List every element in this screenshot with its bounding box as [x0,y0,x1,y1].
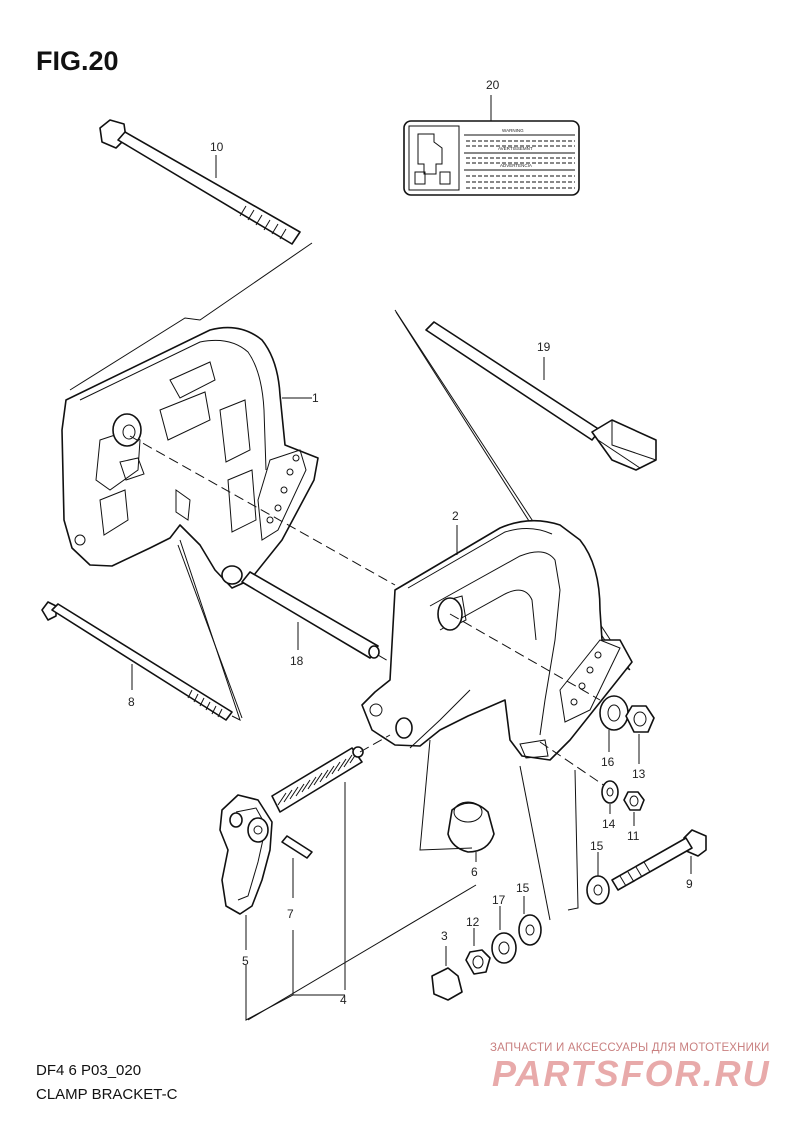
figure-title: FIG.20 [36,46,119,76]
callout-3: 3 [441,929,448,943]
callout-13: 13 [632,767,646,781]
callout-6: 6 [471,865,478,879]
callout-9: 9 [686,877,693,891]
part-15-washer-b [518,914,542,946]
callout-20: 20 [486,78,500,92]
part-14-washer [601,780,619,804]
label-warning-es: ADVERTENCIA [500,163,532,168]
part-9-bolt [611,829,707,891]
part-13-nut [625,705,655,733]
part-20-warning-label: WARNING AVERTISSEMNT ADVERTENCIA [403,120,580,196]
part-7-pin [281,835,313,859]
part-12-nut [465,949,491,975]
callout-8: 8 [128,695,135,709]
callout-15-bottom: 15 [516,881,530,895]
callout-16: 16 [601,755,615,769]
callout-14: 14 [602,817,616,831]
part-16-washer [599,695,629,731]
part-5-lever [219,794,273,915]
callout-18: 18 [290,654,304,668]
callout-10: 10 [210,140,224,154]
callout-2: 2 [452,509,459,523]
watermark-brand: PARTSFOR.RU [492,1053,771,1094]
footer-part-code: DF4 6 P03_020 [36,1062,142,1079]
watermark-tagline: ЗАПЧАСТИ И АКСЕССУАРЫ ДЛЯ МОТОТЕХНИКИ [490,1042,770,1054]
callout-11: 11 [627,829,640,843]
callout-4: 4 [340,993,347,1007]
callout-7: 7 [287,907,294,921]
part-18-shaft [241,571,380,659]
part-1-clamp-bracket [61,326,319,589]
label-warning-en: WARNING [502,128,524,133]
part-2-clamp-bracket [361,519,633,761]
callout-19: 19 [537,340,551,354]
callout-1: 1 [312,391,319,405]
part-17-washer [491,932,517,964]
callout-17: 17 [492,893,506,907]
part-6-cap [447,801,495,853]
callout-15-right: 15 [590,839,604,853]
part-19-rod [425,321,657,471]
callout-12: 12 [466,915,480,929]
label-warning-fr: AVERTISSEMNT [498,146,533,151]
footer-assembly-name: CLAMP BRACKET-C [36,1086,178,1103]
part-3-cap [431,967,463,1001]
part-11-nut [623,791,645,811]
part-4-spring [271,746,364,813]
callout-5: 5 [242,954,249,968]
part-15-washer-a [586,875,610,905]
part-10-bolt [99,119,301,245]
part-8-bolt [41,601,233,721]
